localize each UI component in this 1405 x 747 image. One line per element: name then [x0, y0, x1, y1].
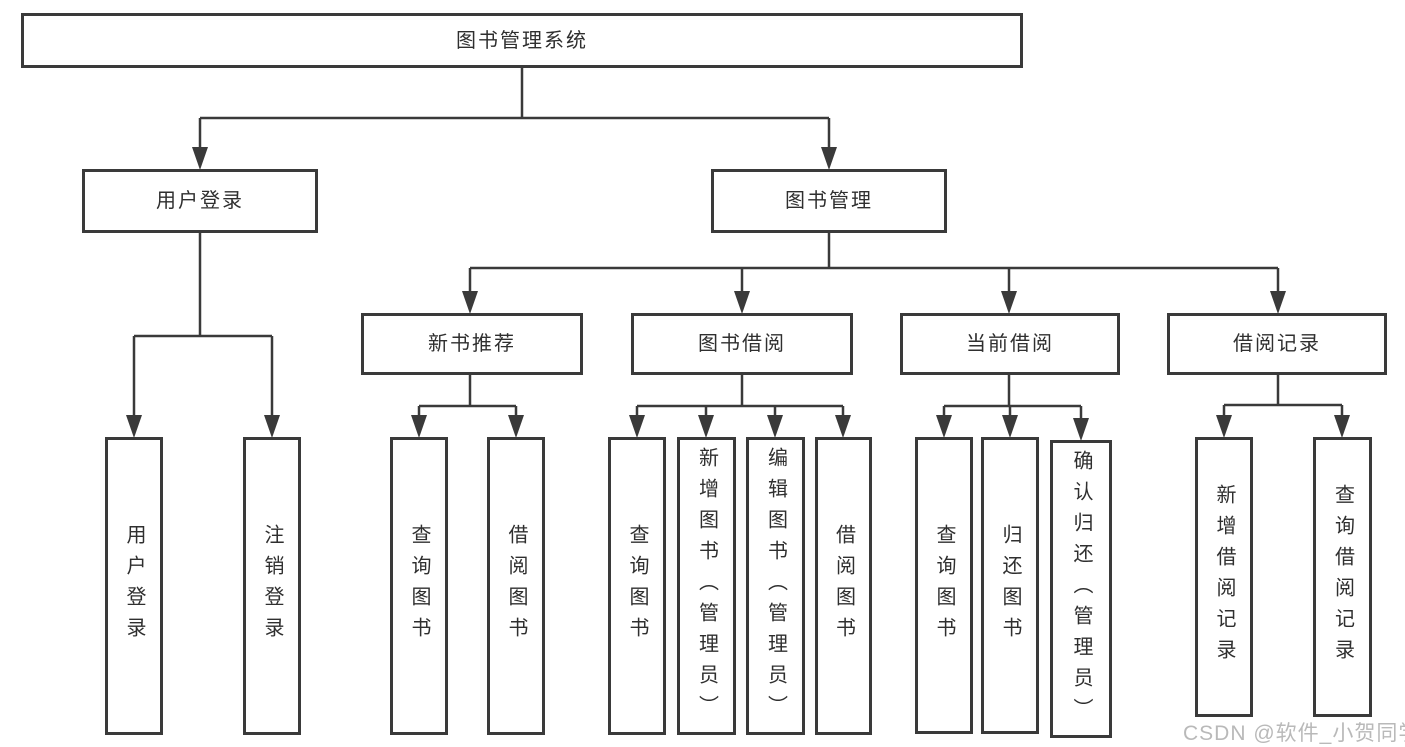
- arrowhead-query-books-1: [411, 415, 427, 438]
- node-user-login-label: 用户登录: [156, 190, 244, 212]
- arrowhead-query-borrow-record: [1334, 415, 1350, 438]
- arrowhead-borrow-books-2: [835, 415, 851, 438]
- node-user-login: 用户登录: [82, 169, 318, 233]
- leaf-edit-book-admin-label: 编辑图书（管理员）: [764, 446, 787, 726]
- leaf-user-login: 用户登录: [105, 437, 163, 735]
- arrowhead-book-borrowing: [734, 291, 750, 314]
- leaf-query-borrow-record: 查询借阅记录: [1313, 437, 1372, 717]
- node-borrowing-records: 借阅记录: [1167, 313, 1387, 375]
- leaf-logout-label: 注销登录: [261, 524, 283, 648]
- leaf-user-login-label: 用户登录: [123, 524, 145, 648]
- leaf-borrow-books-1-label: 借阅图书: [505, 524, 527, 648]
- arrowhead-return-books: [1002, 415, 1018, 438]
- connector-book-management-children: [468, 233, 1280, 295]
- node-current-borrowing-label: 当前借阅: [966, 333, 1054, 355]
- arrowhead-leaf-logout: [264, 415, 280, 438]
- leaf-return-books: 归还图书: [981, 437, 1039, 734]
- node-book-borrowing-label: 图书借阅: [698, 333, 786, 355]
- leaf-logout: 注销登录: [243, 437, 301, 735]
- arrowhead-add-book: [698, 415, 714, 438]
- arrowhead-user-login: [192, 147, 208, 170]
- leaf-borrow-books-1: 借阅图书: [487, 437, 545, 735]
- arrowhead-leaf-user-login: [126, 415, 142, 438]
- arrowhead-borrow-books-1: [508, 415, 524, 438]
- leaf-confirm-return-admin-label: 确认归还（管理员）: [1070, 449, 1092, 729]
- connector-borrowing-records-children: [1222, 375, 1344, 419]
- watermark: CSDN @软件_小贺同学: [1183, 722, 1405, 745]
- leaf-add-borrow-record: 新增借阅记录: [1195, 437, 1253, 717]
- node-current-borrowing: 当前借阅: [900, 313, 1120, 375]
- leaf-return-books-label: 归还图书: [999, 523, 1021, 648]
- connector-root-to-level2: [198, 68, 831, 150]
- leaf-query-books-1-label: 查询图书: [408, 524, 430, 648]
- node-borrowing-records-label: 借阅记录: [1233, 333, 1321, 355]
- leaf-query-books-3: 查询图书: [915, 437, 973, 734]
- leaf-add-book-admin-label: 新增图书（管理员）: [695, 446, 718, 726]
- connector-current-borrowing-children: [942, 375, 1083, 421]
- arrowhead-borrowing-records: [1270, 291, 1286, 314]
- connector-book-borrowing-children: [635, 375, 845, 419]
- node-new-book-recommendation: 新书推荐: [361, 313, 583, 375]
- arrowhead-add-borrow-record: [1216, 415, 1232, 438]
- node-root: 图书管理系统: [21, 13, 1023, 68]
- leaf-query-books-2: 查询图书: [608, 437, 666, 735]
- arrowhead-book-management: [821, 147, 837, 170]
- arrowhead-edit-book: [767, 415, 783, 438]
- leaf-query-books-2-label: 查询图书: [626, 524, 648, 648]
- leaf-borrow-books-2-label: 借阅图书: [832, 524, 855, 648]
- leaf-query-books-3-label: 查询图书: [933, 523, 955, 648]
- node-book-borrowing: 图书借阅: [631, 313, 853, 375]
- connector-new-book-recommendation-children: [417, 375, 518, 419]
- arrowhead-query-books-3: [936, 415, 952, 438]
- leaf-add-book-admin: 新增图书（管理员）: [677, 437, 736, 735]
- node-book-management: 图书管理: [711, 169, 947, 233]
- arrowhead-confirm-return: [1073, 418, 1089, 441]
- arrowhead-query-books-2: [629, 415, 645, 438]
- arrowhead-new-book-recommendation: [462, 291, 478, 314]
- leaf-add-borrow-record-label: 新增借阅记录: [1213, 484, 1235, 670]
- leaf-query-borrow-record-label: 查询借阅记录: [1331, 484, 1354, 670]
- arrowhead-current-borrowing: [1001, 291, 1017, 314]
- leaf-edit-book-admin: 编辑图书（管理员）: [746, 437, 805, 735]
- node-new-book-recommendation-label: 新书推荐: [428, 333, 516, 355]
- node-root-label: 图书管理系统: [456, 29, 588, 52]
- leaf-confirm-return-admin: 确认归还（管理员）: [1050, 440, 1112, 738]
- node-book-management-label: 图书管理: [785, 190, 873, 212]
- connector-user-login-children: [132, 233, 274, 419]
- leaf-query-books-1: 查询图书: [390, 437, 448, 735]
- leaf-borrow-books-2: 借阅图书: [815, 437, 872, 735]
